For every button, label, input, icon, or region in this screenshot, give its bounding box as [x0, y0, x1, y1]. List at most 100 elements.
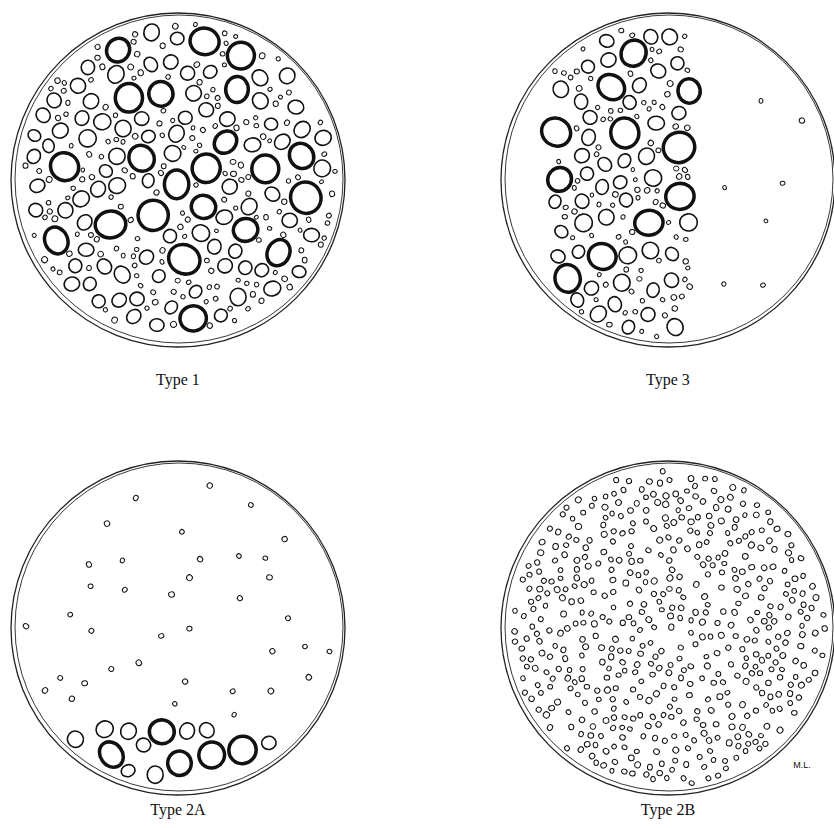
nerve-fiber [579, 58, 597, 76]
nerve-fiber [61, 80, 67, 86]
nerve-fiber [705, 696, 712, 703]
nerve-fiber [604, 675, 610, 680]
nerve-fiber [313, 129, 333, 148]
nerve-fiber [691, 737, 697, 743]
nerve-fiber [741, 487, 747, 493]
nerve-fiber [536, 637, 543, 645]
nerve-fiber [719, 570, 725, 575]
nerve-fiber [575, 85, 583, 93]
nerve-fiber [820, 653, 825, 658]
nerve-fiber [707, 530, 714, 537]
nerve-fiber [745, 731, 753, 739]
nerve-fiber [659, 202, 666, 209]
nerve-fiber [633, 177, 638, 182]
nerve-fiber [244, 281, 249, 285]
nerve-outline [501, 461, 834, 795]
nerve-fiber [287, 99, 305, 115]
nerve-fiber [189, 135, 195, 141]
nerve-fiber [720, 608, 726, 614]
nerve-fiber [676, 537, 683, 544]
nerve-outline [501, 13, 834, 347]
nerve-fiber [588, 752, 596, 760]
nerve-fiber [303, 228, 319, 242]
nerve-fiber [141, 173, 155, 189]
nerve-fiber [822, 625, 828, 631]
nerve-fiber [45, 176, 53, 184]
nerve-fiber [162, 298, 180, 316]
nerve-fiber [157, 121, 163, 127]
nerve-fiber [81, 275, 99, 293]
nerve-fiber [617, 191, 634, 209]
nerve-fiber [684, 67, 690, 73]
nerve-fiber [201, 63, 219, 81]
nerve-fiber [197, 142, 203, 148]
nerve-fiber [180, 210, 185, 216]
nerve-fiber [703, 654, 709, 659]
nerve-fiber [557, 629, 565, 637]
nerve-fiber [150, 289, 157, 296]
nerve-fiber [610, 528, 617, 535]
nerve-fiber [635, 145, 657, 168]
nerve-fiber [717, 631, 725, 639]
nerve-fiber [555, 665, 562, 672]
nerve-fiber [579, 636, 586, 643]
nerve-fiber [175, 278, 180, 283]
nerve-fiber [804, 614, 811, 621]
nerve-fiber [233, 206, 238, 211]
nerve-fiber [787, 681, 794, 688]
nerve-fiber [799, 590, 806, 597]
nerve-fiber [657, 770, 663, 775]
nerve-fiber [783, 591, 790, 597]
nerve-fiber [732, 574, 740, 582]
nerve-fiber [600, 522, 606, 528]
nerve-fiber [640, 329, 644, 334]
nerve-fiber [595, 560, 601, 567]
nerve-fiber [637, 558, 643, 563]
nerve-fiber [711, 680, 717, 686]
nerve-fiber [130, 38, 137, 44]
nerve-fiber [572, 679, 578, 686]
nerve-fiber [692, 483, 699, 490]
nerve-fiber [714, 735, 720, 741]
nerve-fiber [670, 518, 678, 526]
nerve-fiber [170, 118, 176, 124]
nerve-fiber [573, 556, 581, 564]
nerve-fiber [609, 577, 616, 584]
nerve-fiber [684, 124, 691, 131]
nerve-fiber [283, 119, 290, 126]
nerve-fiber [66, 100, 70, 105]
nerve-fiber [631, 620, 637, 626]
nerve-fiber [699, 676, 704, 682]
nerve-fiber [121, 253, 125, 258]
nerve-fiber [698, 618, 706, 626]
nerve-fiber [594, 297, 599, 302]
nerve-fiber [542, 711, 551, 720]
nerve-fiber [634, 500, 639, 506]
nerve-fiber [163, 144, 183, 163]
figure-label: Type 3 [646, 370, 690, 389]
nerve-fiber [606, 618, 613, 625]
nerve-fiber [578, 165, 595, 182]
nerve-fiber [281, 275, 289, 283]
nerve-fiber [538, 690, 544, 696]
nerve-fiber [601, 592, 608, 599]
nerve-fiber [724, 690, 730, 696]
nerve-fiber [281, 199, 287, 205]
nerve-fiber [267, 87, 273, 92]
nerve-fiber [55, 115, 62, 122]
nerve-fiber [651, 624, 658, 630]
nerve-fiber [610, 724, 617, 731]
nerve-fiber [685, 174, 691, 180]
nerve-fiber [592, 496, 598, 502]
nerve-fiber [727, 621, 735, 629]
nerve-fiber [655, 664, 663, 672]
nerve-fiber [753, 651, 759, 657]
nerve-fiber [231, 216, 260, 244]
nerve-fiber [578, 716, 586, 724]
nerve-fiber [608, 645, 615, 652]
nerve-fiber [321, 151, 327, 157]
nerve-fiber [187, 25, 221, 57]
nerve-fiber [594, 760, 599, 766]
nerve-fiber [571, 208, 578, 215]
nerve-fiber [648, 116, 665, 130]
